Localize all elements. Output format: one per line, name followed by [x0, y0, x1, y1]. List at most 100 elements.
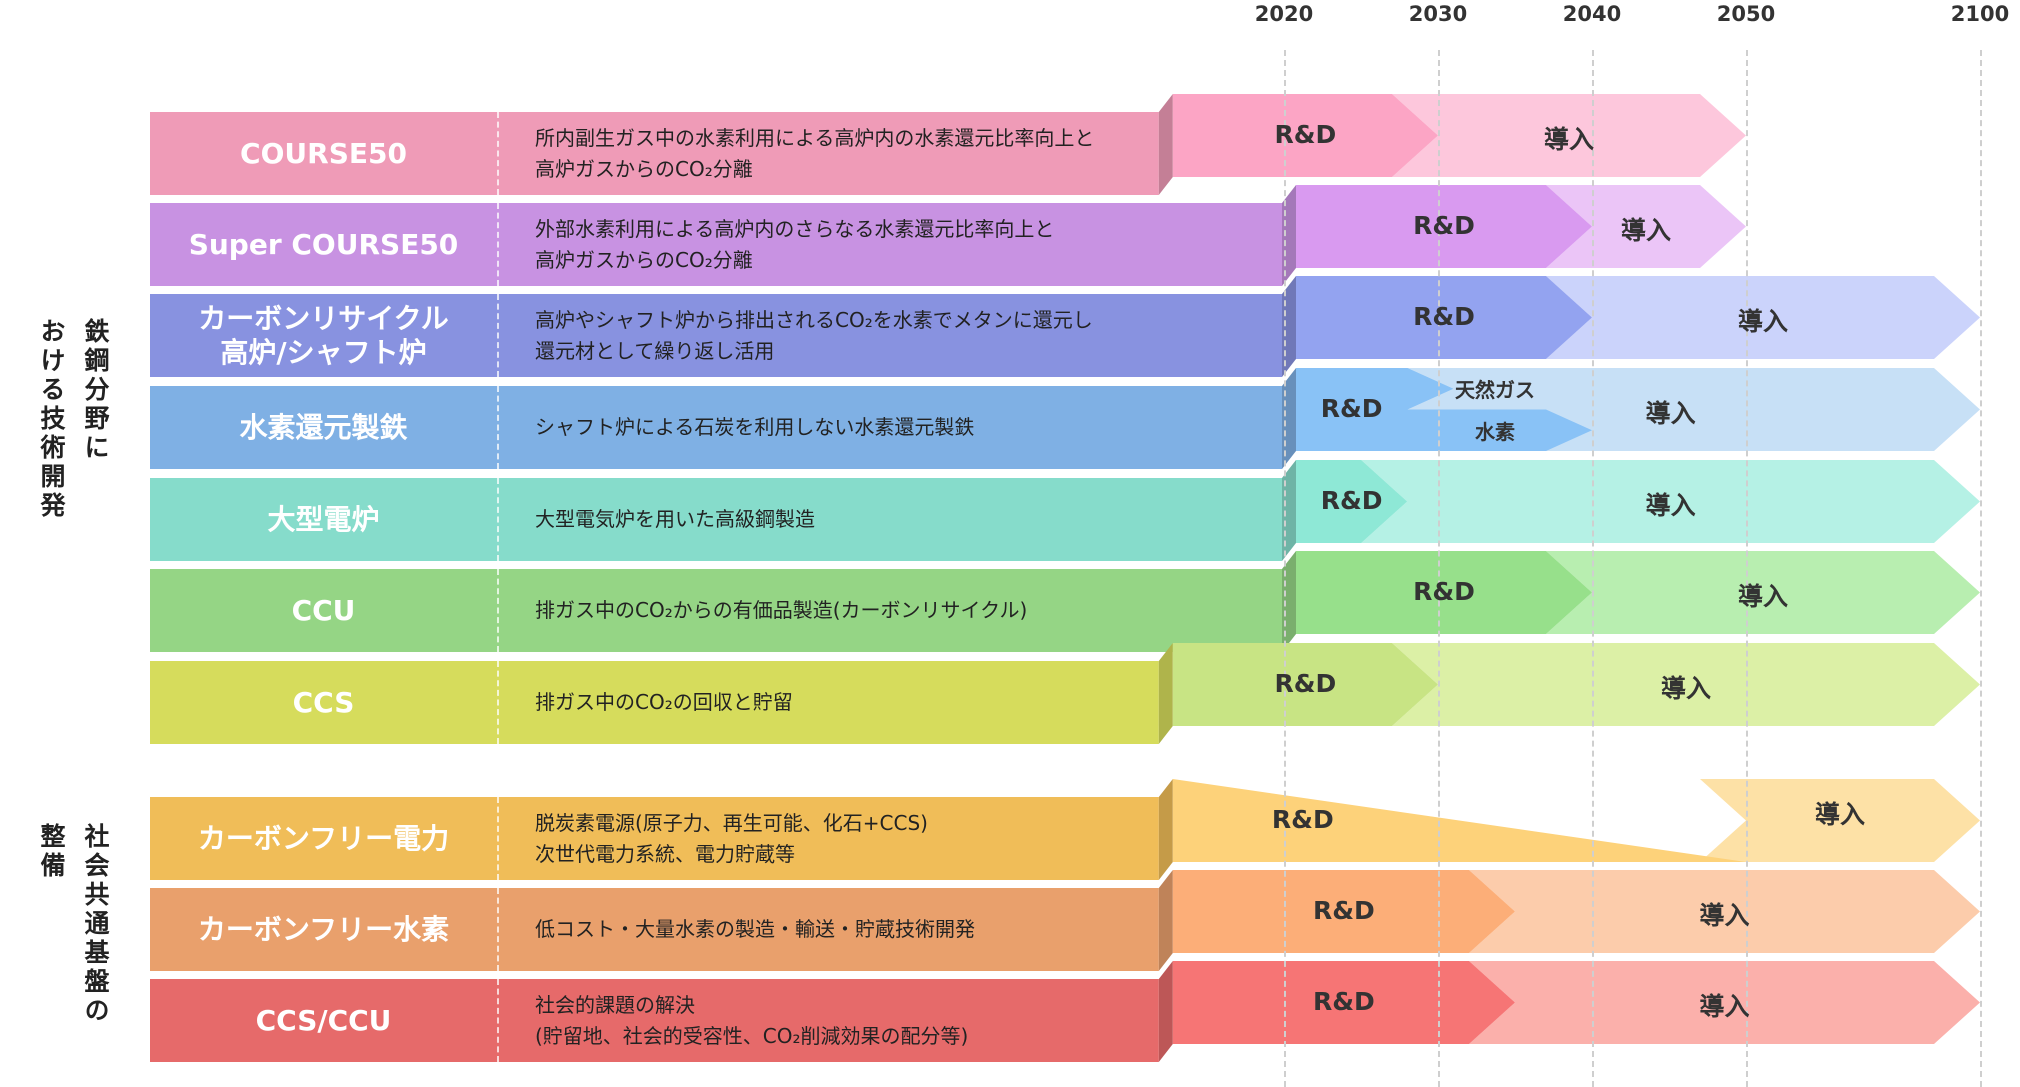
- intro-arrow-4: [1361, 460, 1980, 543]
- intro-label: 導入: [1543, 124, 1594, 154]
- intro-label: 導入: [1620, 215, 1671, 245]
- gridline-2020: [1284, 50, 1286, 1087]
- group-infra-label-col2: 整備: [37, 823, 66, 881]
- year-label-2040: 2040: [1562, 2, 1622, 26]
- row-fold-6: [1158, 643, 1173, 744]
- row-block-3: [150, 386, 1282, 469]
- intro-arrow-7: [1700, 779, 1980, 862]
- intro-label: 導入: [1645, 490, 1696, 520]
- row-fold-0: [1158, 94, 1173, 195]
- technology-description: 大型電気炉を用いた高級鋼製造: [535, 507, 815, 531]
- technology-name: カーボンフリー電力: [197, 821, 450, 855]
- gridline-2050: [1746, 50, 1748, 1087]
- rd-label: R&D: [1274, 668, 1337, 698]
- row-fold-8: [1158, 870, 1173, 971]
- row-block-1: [150, 203, 1282, 286]
- rd-arrow-4: [1296, 460, 1408, 543]
- row-separator: [497, 979, 499, 1062]
- roadmap-row: Super COURSE50 外部水素利用による高炉内のさらなる水素還元比率向上と…: [150, 203, 1282, 286]
- row-separator: [497, 203, 499, 286]
- rd-wedge-7: [1172, 779, 1746, 862]
- technology-description: 低コスト・大量水素の製造・輸送・貯蔵技術開発: [535, 917, 975, 941]
- technology-description: 脱炭素電源(原子力、再生可能、化石+CCS) 次世代電力系統、電力貯蔵等: [535, 810, 928, 866]
- roadmap-row: COURSE50 所内副生ガス中の水素利用による高炉内の水素還元比率向上と 高炉ガ…: [150, 112, 1159, 195]
- row-block-8: [150, 888, 1159, 971]
- rd-label: R&D: [1320, 393, 1383, 423]
- intro-arrow-2: [1546, 276, 1980, 359]
- roadmap-row: 大型電炉 大型電気炉を用いた高級鋼製造: [150, 478, 1282, 561]
- year-label-2050: 2050: [1716, 2, 1776, 26]
- row-separator: [497, 478, 499, 561]
- intro-arrow-6: [1392, 643, 1980, 726]
- technology-name: CCS/CCU: [255, 1003, 392, 1037]
- row-fold-9: [1158, 961, 1173, 1062]
- rd-arrow-9: [1172, 961, 1515, 1044]
- rd-label: R&D: [1413, 301, 1475, 331]
- roadmap-row: カーボンフリー水素低コスト・大量水素の製造・輸送・貯蔵技術開発: [150, 888, 1159, 971]
- technology-description: 高炉やシャフト炉から排出されるCO₂を水素でメタンに還元し 還元材として繰り返し…: [535, 307, 1093, 363]
- year-label-2020: 2020: [1254, 2, 1314, 26]
- row-fold-7: [1158, 779, 1173, 880]
- technology-name: CCS: [292, 685, 355, 719]
- technology-name: CCU: [291, 593, 356, 627]
- row-block-6: [150, 661, 1159, 744]
- technology-description: 排ガス中のCO₂からの有価品製造(カーボンリサイクル): [535, 598, 1028, 622]
- row-separator: [497, 661, 499, 744]
- row-block-9: [150, 979, 1159, 1062]
- rd-label: R&D: [1312, 895, 1375, 925]
- rd-label: R&D: [1274, 119, 1337, 149]
- row-separator: [497, 797, 499, 880]
- rd-arrow-2: [1296, 276, 1592, 359]
- rd-arrow-6: [1172, 643, 1438, 726]
- technology-description: 社会的課題の解決 (貯留地、社会的受容性、CO₂削減効果の配分等): [535, 992, 969, 1048]
- natural-gas-label: 天然ガス: [1455, 378, 1535, 402]
- technology-name: カーボンリサイクル 高炉/シャフト炉: [198, 301, 449, 369]
- technology-description: 外部水素利用による高炉内のさらなる水素還元比率向上と 高炉ガスからのCO₂分離: [535, 216, 1055, 272]
- technology-description: 所内副生ガス中の水素利用による高炉内の水素還元比率向上と 高炉ガスからのCO₂分…: [535, 125, 1095, 181]
- row-separator: [497, 386, 499, 469]
- roadmap-row: CCU 排ガス中のCO₂からの有価品製造(カーボンリサイクル): [150, 569, 1282, 652]
- intro-label: 導入: [1737, 581, 1788, 611]
- row-separator: [497, 569, 499, 652]
- technology-description: シャフト炉による石炭を利用しない水素還元製鉄: [535, 415, 975, 439]
- rd-arrow-5: [1296, 551, 1592, 634]
- rd-label: R&D: [1312, 986, 1375, 1016]
- intro-label: 導入: [1699, 900, 1750, 930]
- rd-arrow-8: [1172, 870, 1515, 953]
- year-label-2030: 2030: [1408, 2, 1468, 26]
- row-block-5: [150, 569, 1282, 652]
- rd-arrow-0: [1172, 94, 1438, 177]
- intro-label: 導入: [1737, 306, 1788, 336]
- group-steel-label-col1: 鉄鋼分野に: [81, 318, 110, 463]
- intro-label: 導入: [1660, 673, 1711, 703]
- row-separator: [497, 112, 499, 195]
- intro-arrow-9: [1469, 961, 1980, 1044]
- row-block-4: [150, 478, 1282, 561]
- rd-arrow-1: [1296, 185, 1592, 268]
- technology-description: 排ガス中のCO₂の回収と貯留: [535, 690, 793, 714]
- year-label-2100: 2100: [1950, 2, 2010, 26]
- intro-label: 導入: [1645, 398, 1696, 428]
- intro-arrow-1: [1546, 185, 1746, 268]
- rd-label: R&D: [1413, 210, 1475, 240]
- rd-label: R&D: [1271, 804, 1334, 834]
- row-separator: [497, 888, 499, 971]
- technology-name: COURSE50: [240, 136, 407, 170]
- technology-name: 大型電炉: [267, 502, 380, 536]
- hydrogen-label: 水素: [1475, 419, 1515, 444]
- intro-arrow-5: [1546, 551, 1980, 634]
- group-steel-label-col2: おける技術開発: [37, 318, 66, 521]
- row-block-0: [150, 112, 1159, 195]
- intro-arrow-0: [1392, 94, 1746, 177]
- intro-label: 導入: [1814, 799, 1865, 829]
- gridline-2030: [1438, 50, 1440, 1087]
- roadmap-row: カーボンリサイクル 高炉/シャフト炉 高炉やシャフト炉から排出されるCO₂を水素で…: [150, 294, 1282, 377]
- rd-arrow-b-3: [1296, 409, 1592, 451]
- technology-name: Super COURSE50: [188, 227, 459, 261]
- intro-label: 導入: [1699, 991, 1750, 1021]
- gridline-2100: [1980, 50, 1982, 1087]
- row-separator: [497, 294, 499, 377]
- rd-label: R&D: [1320, 485, 1383, 515]
